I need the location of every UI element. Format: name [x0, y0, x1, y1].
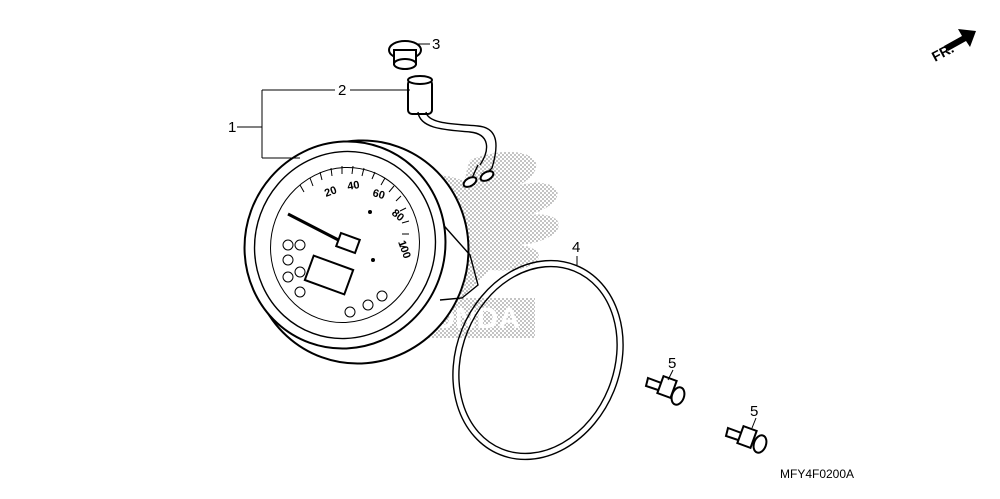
bulb-socket-assembly	[407, 75, 497, 188]
indicator-lamps	[282, 210, 388, 318]
callout-3: 3	[432, 36, 440, 53]
callout-5-upper: 5	[668, 355, 676, 372]
screw-upper	[644, 374, 686, 406]
meter-bulb	[388, 40, 422, 70]
dial-number-40: 40	[346, 179, 360, 193]
meter-assembly: 20 40 60 80 100	[243, 139, 479, 365]
needle-hub	[334, 231, 362, 255]
meter-case-bracket	[429, 209, 479, 301]
callout-4: 4	[572, 239, 580, 256]
leader-lines	[237, 43, 757, 429]
front-arrow-icon	[944, 29, 976, 51]
meter-inner-bezel	[253, 150, 437, 340]
bulb-socket	[407, 79, 433, 115]
callout-2: 2	[338, 82, 346, 99]
front-direction-indicator: FR.	[929, 29, 976, 65]
wire-terminal-1	[462, 176, 478, 188]
lcd-display	[303, 254, 355, 296]
meter-dial-face	[270, 166, 420, 324]
wire-terminal-2	[479, 170, 495, 182]
dial-number-20: 20	[323, 184, 339, 199]
dial-number-60: 60	[371, 187, 386, 202]
callout-5-lower: 5	[750, 403, 758, 420]
callout-1: 1	[228, 119, 236, 136]
socket-wire-2	[425, 111, 497, 169]
drawing-code: MFY4F0200A	[780, 467, 854, 481]
speedometer-scale	[299, 165, 410, 248]
meter-ring-gasket	[452, 259, 624, 461]
socket-wire-1	[417, 111, 488, 166]
dial-number-100: 100	[395, 239, 413, 260]
screw-lower	[724, 424, 768, 454]
